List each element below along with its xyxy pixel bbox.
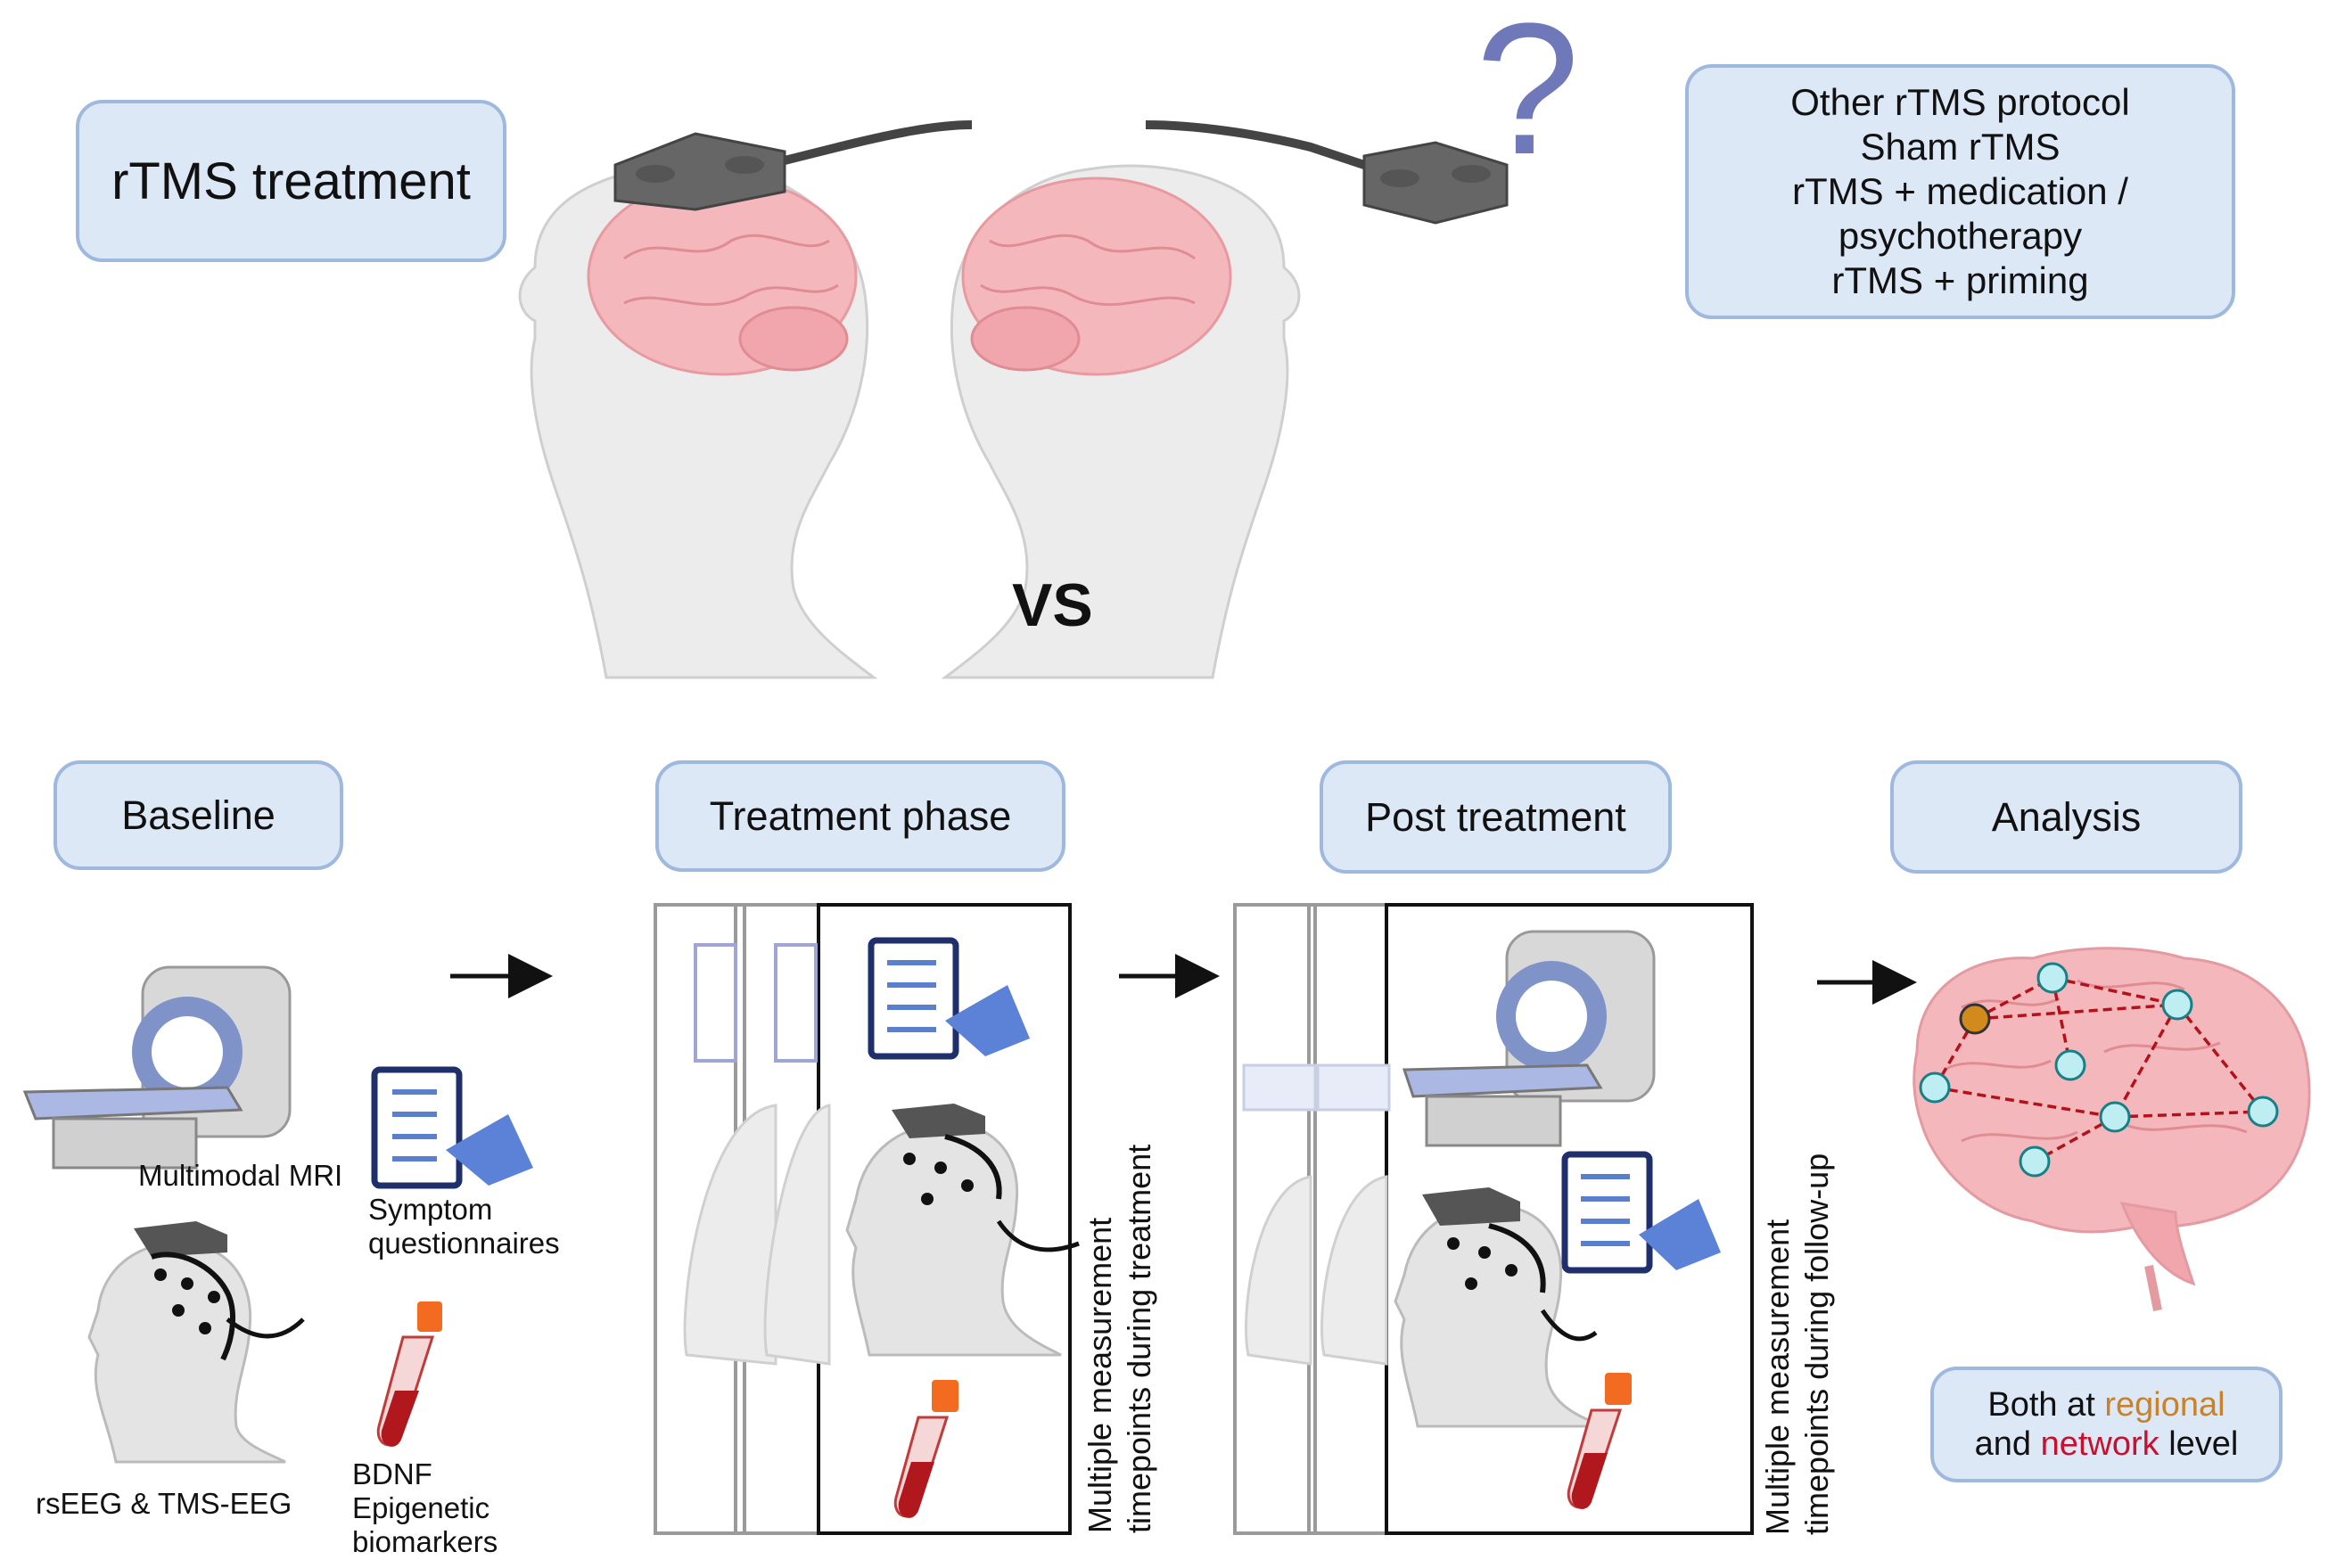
clipboard-icon xyxy=(371,1066,533,1189)
analysis-brain-network xyxy=(1913,947,2311,1311)
phase-baseline-label: Baseline xyxy=(121,792,276,838)
phase-treatment-label: Treatment phase xyxy=(709,792,1012,839)
post-treatment-frames xyxy=(1233,903,1754,1535)
rtms-treatment-box: rTMS treatment xyxy=(76,100,506,262)
phase-post-box: Post treatment xyxy=(1320,760,1672,874)
right-tms-coil-icon xyxy=(1362,141,1509,225)
phase-analysis-box: Analysis xyxy=(1890,760,2242,874)
alternative-item: rTMS + priming xyxy=(1831,259,2089,301)
alternative-item: Other rTMS protocol xyxy=(1790,81,2130,123)
network-node xyxy=(2161,989,2193,1021)
vs-label: VS xyxy=(1012,571,1093,639)
analysis-brain-icon xyxy=(1913,947,2311,1234)
alternative-item: psychotherapy xyxy=(1838,215,2083,257)
network-node xyxy=(2019,1145,2051,1178)
network-node xyxy=(2247,1096,2279,1128)
mri-label: Multimodal MRI xyxy=(138,1159,343,1192)
network-node xyxy=(2099,1101,2131,1133)
network-node xyxy=(2036,962,2069,994)
phase-baseline-box: Baseline xyxy=(53,760,343,870)
network-node xyxy=(1919,1071,1951,1104)
phase-analysis-label: Analysis xyxy=(1991,793,2142,840)
alternative-item: rTMS + medication / xyxy=(1792,170,2128,212)
regional-word: regional xyxy=(2104,1386,2225,1424)
left-head-with-coil xyxy=(518,120,973,679)
left-tms-coil-icon xyxy=(613,132,786,211)
question-mark: ? xyxy=(1476,0,1580,193)
network-word: network xyxy=(2040,1425,2159,1463)
phase-post-label: Post treatment xyxy=(1365,793,1626,840)
eeg-label: rsEEG & TMS-EEG xyxy=(36,1487,292,1520)
regional-hub-node xyxy=(1959,1003,1991,1035)
network-node xyxy=(2054,1049,2086,1081)
blood-tube-icon xyxy=(376,1301,442,1447)
symptom-label: Symptom questionnaires xyxy=(368,1193,560,1260)
rtms-treatment-label: rTMS treatment xyxy=(111,152,471,210)
blood-biomarker-label: BDNF Epigenetic biomarkers xyxy=(352,1457,498,1558)
analysis-note-box: Both at regional and network level xyxy=(1930,1367,2283,1482)
alternatives-box: Other rTMS protocol Sham rTMS rTMS + med… xyxy=(1685,64,2235,319)
phase-treatment-box: Treatment phase xyxy=(655,760,1065,872)
treatment-frames xyxy=(654,903,1080,1535)
mri-scanner-icon xyxy=(22,965,292,1170)
treatment-timepoints-note: Multiple measurement timepoints during t… xyxy=(1082,1144,1157,1533)
right-head-with-coil xyxy=(941,120,1509,679)
followup-timepoints-note: Multiple measurement timepoints during f… xyxy=(1759,1153,1835,1535)
eeg-head-icon xyxy=(87,1221,305,1464)
alternative-item: Sham rTMS xyxy=(1860,126,2061,168)
